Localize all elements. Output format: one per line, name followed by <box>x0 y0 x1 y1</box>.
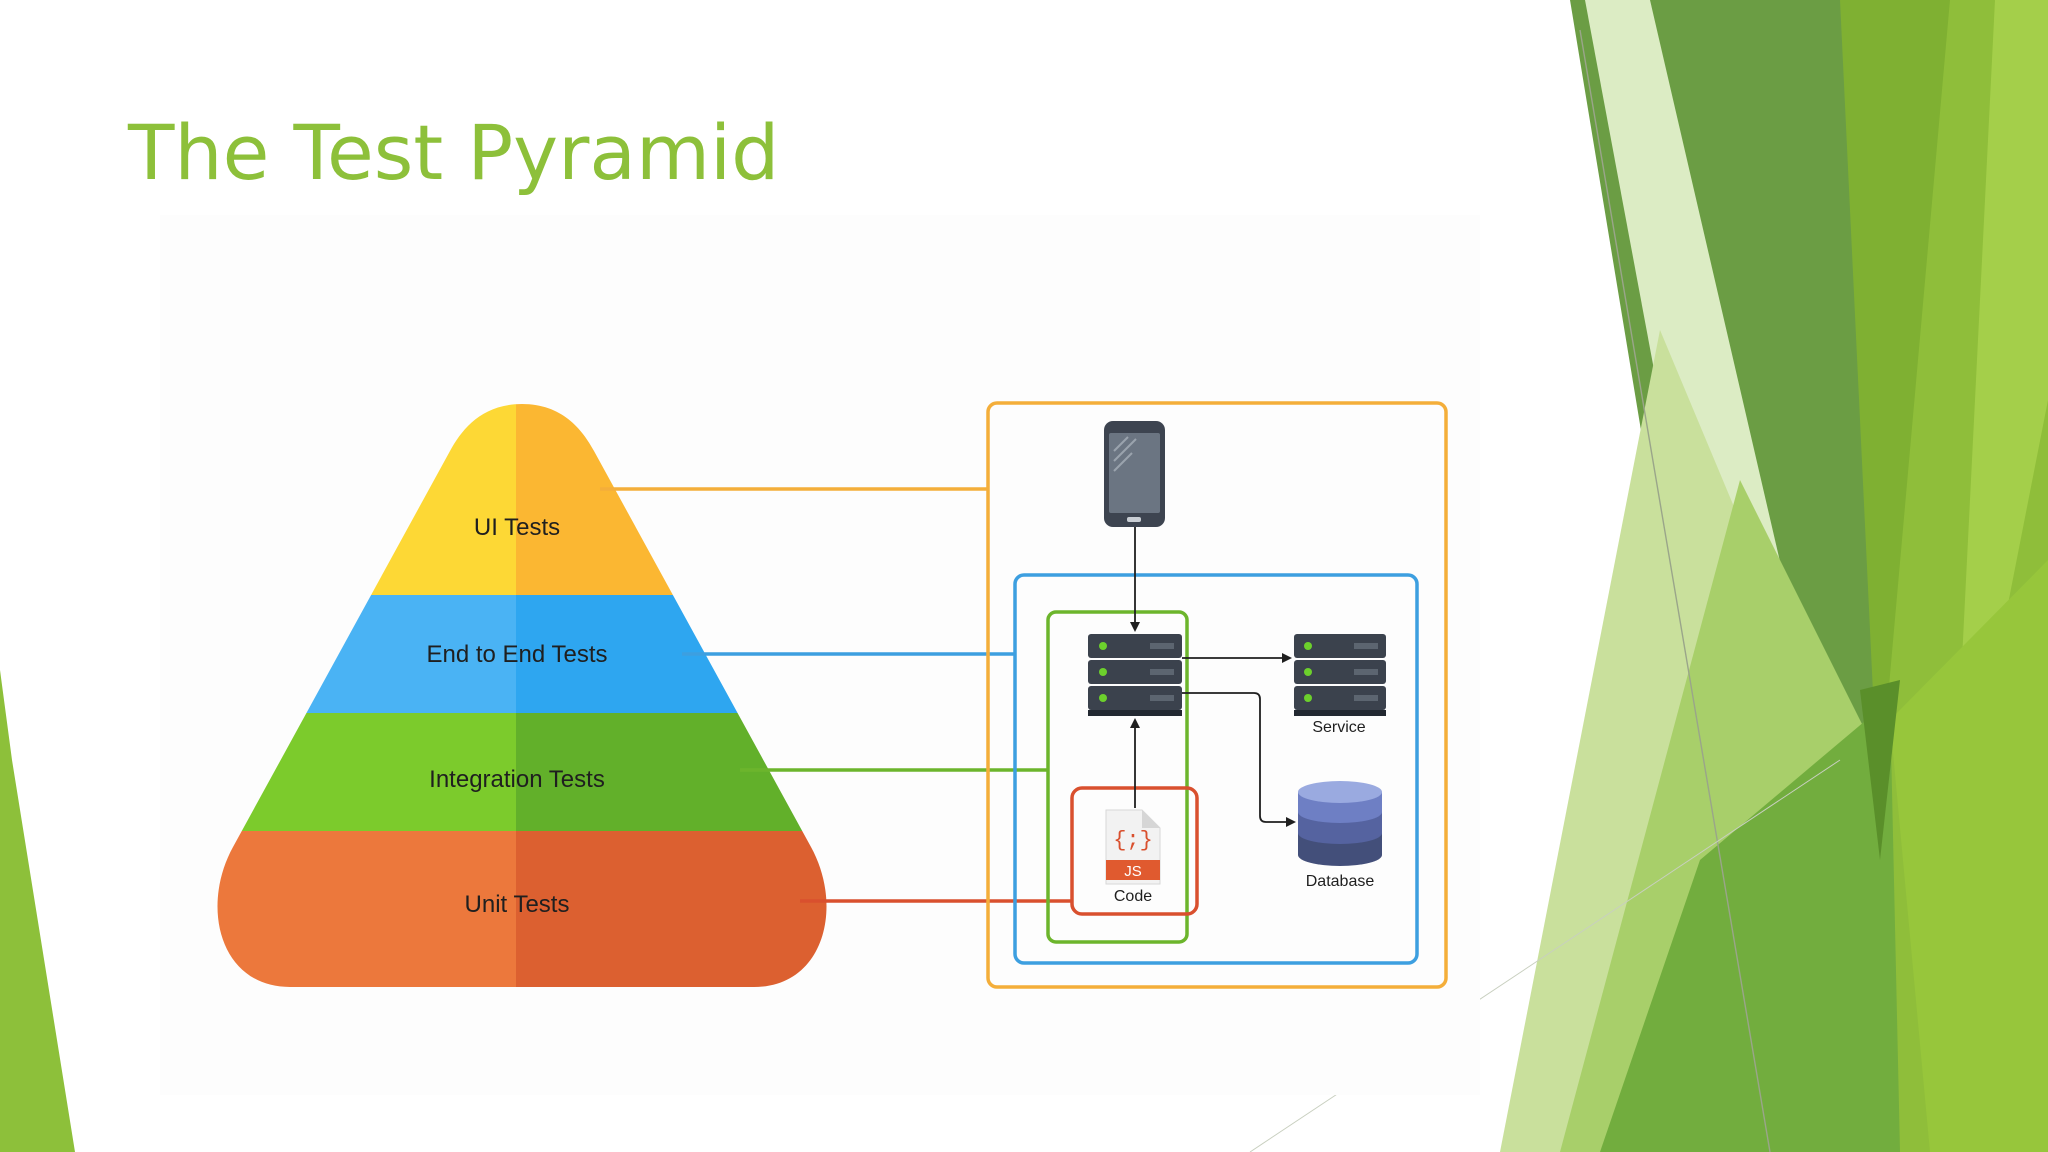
pyramid-layer-unit <box>516 831 827 987</box>
pyramid <box>217 404 827 987</box>
arrow-server-to-database <box>1182 692 1296 827</box>
service-label: Service <box>1312 719 1365 736</box>
integration-box <box>1046 610 1189 944</box>
phone-icon <box>1104 421 1165 527</box>
decor-shape <box>1890 560 2048 1152</box>
pyramid-label-unit: Unit Tests <box>465 891 570 918</box>
database-icon <box>1298 781 1382 866</box>
pyramid-layer-unit <box>217 831 516 987</box>
code-label: Code <box>1114 888 1152 905</box>
decor-shape <box>1560 480 1880 1152</box>
pyramid-layer-ui <box>217 404 516 595</box>
decor-shape <box>1860 680 1900 860</box>
service-server-icon <box>1294 634 1386 716</box>
js-file-icon: {;} JS <box>1105 809 1161 885</box>
pyramid-label-integration: Integration Tests <box>429 766 605 793</box>
server-icon <box>1088 634 1182 716</box>
end-to-end-box <box>1013 573 1419 965</box>
decor-shape <box>0 670 75 1152</box>
decor-shape <box>1600 700 1900 1152</box>
ui-tests-box <box>986 401 1448 989</box>
js-braces: {;} <box>1113 828 1153 853</box>
database-label: Database <box>1306 873 1375 890</box>
pyramid-label-e2e: End to End Tests <box>426 641 607 668</box>
decor-line <box>1579 29 1771 1152</box>
js-badge: JS <box>1124 863 1142 880</box>
slide-title: The Test Pyramid <box>128 108 780 197</box>
pyramid-layer-ui <box>516 404 827 595</box>
test-pyramid-figure: UI Tests End to End Tests Integration Te… <box>160 215 1480 1095</box>
test-pyramid-diagram: UI Tests End to End Tests Integration Te… <box>217 401 1448 989</box>
pyramid-label-ui: UI Tests <box>474 514 560 541</box>
